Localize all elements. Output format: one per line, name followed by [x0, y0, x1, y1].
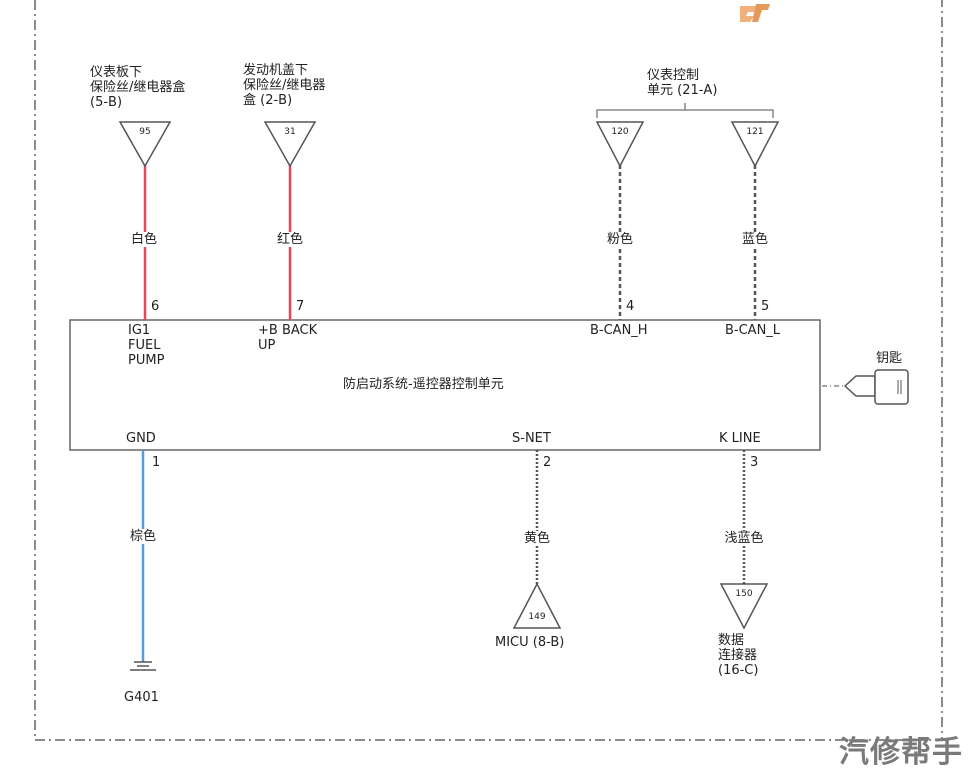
- terminal-150-number: 150: [735, 589, 753, 599]
- pin-1-name: GND: [126, 431, 156, 446]
- pin-7-name: +B BACK UP: [258, 323, 318, 353]
- pin-6-name: IG1 FUEL PUMP: [128, 323, 165, 368]
- watermark-logo-icon: [740, 4, 770, 22]
- terminal-149-number: 149: [528, 612, 546, 622]
- terminal-149-triangle: [512, 582, 562, 629]
- meter-unit-label: 仪表控制 单元 (21-A): [647, 68, 718, 98]
- wire-color-brown-label: 棕色: [115, 529, 171, 544]
- pin-2-number: 2: [543, 455, 552, 470]
- pin-1-number: 1: [152, 455, 161, 470]
- pin-5-number: 5: [761, 299, 770, 314]
- data-link-connector-label: 数据 连接器 (16-C): [718, 633, 759, 678]
- control-unit-title: 防启动系统-遥控器控制单元: [343, 377, 504, 392]
- terminal-31-number: 31: [284, 127, 296, 137]
- terminal-121-number: 121: [746, 127, 764, 137]
- wire-color-yellow-label: 黄色: [509, 531, 565, 546]
- key-icon: [843, 369, 909, 405]
- terminal-120-number: 120: [611, 127, 629, 137]
- wire-color-white-label: 白色: [118, 232, 170, 247]
- key-label: 钥匙: [876, 351, 903, 366]
- pin-6-number: 6: [151, 299, 160, 314]
- terminal-150-triangle: [719, 583, 769, 630]
- pin-7-number: 7: [296, 299, 305, 314]
- pin-2-name: S-NET: [512, 431, 551, 446]
- diagram-frame: [34, 0, 943, 741]
- pin-4-name: B-CAN_H: [590, 323, 648, 338]
- fuse-box-hood-label: 发动机盖下 保险丝/继电器 盒 (2-B): [243, 63, 326, 108]
- wire-color-blue-label: 蓝色: [729, 232, 781, 247]
- terminal-95-number: 95: [139, 127, 151, 137]
- pin-3-number: 3: [750, 455, 759, 470]
- terminal-121-triangle: [730, 121, 780, 168]
- wire-color-red-label: 红色: [264, 232, 316, 247]
- ground-icon: [130, 661, 156, 671]
- pin-5-name: B-CAN_L: [725, 323, 781, 338]
- can-group-bracket: [596, 103, 774, 118]
- ground-g401-label: G401: [124, 690, 159, 705]
- terminal-120-triangle: [595, 121, 645, 168]
- terminal-95-triangle: [118, 121, 172, 168]
- pin-3-name: K LINE: [719, 431, 761, 446]
- pin-4-number: 4: [626, 299, 635, 314]
- terminal-31-triangle: [263, 121, 317, 168]
- fuse-box-dash-label: 仪表板下 保险丝/继电器盒 (5-B): [90, 65, 186, 110]
- control-unit-box: [69, 319, 821, 451]
- micu-label: MICU (8-B): [495, 635, 565, 650]
- wire-color-pink-label: 粉色: [594, 232, 646, 247]
- wire-color-lightblue-label: 浅蓝色: [711, 531, 777, 546]
- watermark-text: 汽修帮手: [839, 735, 963, 770]
